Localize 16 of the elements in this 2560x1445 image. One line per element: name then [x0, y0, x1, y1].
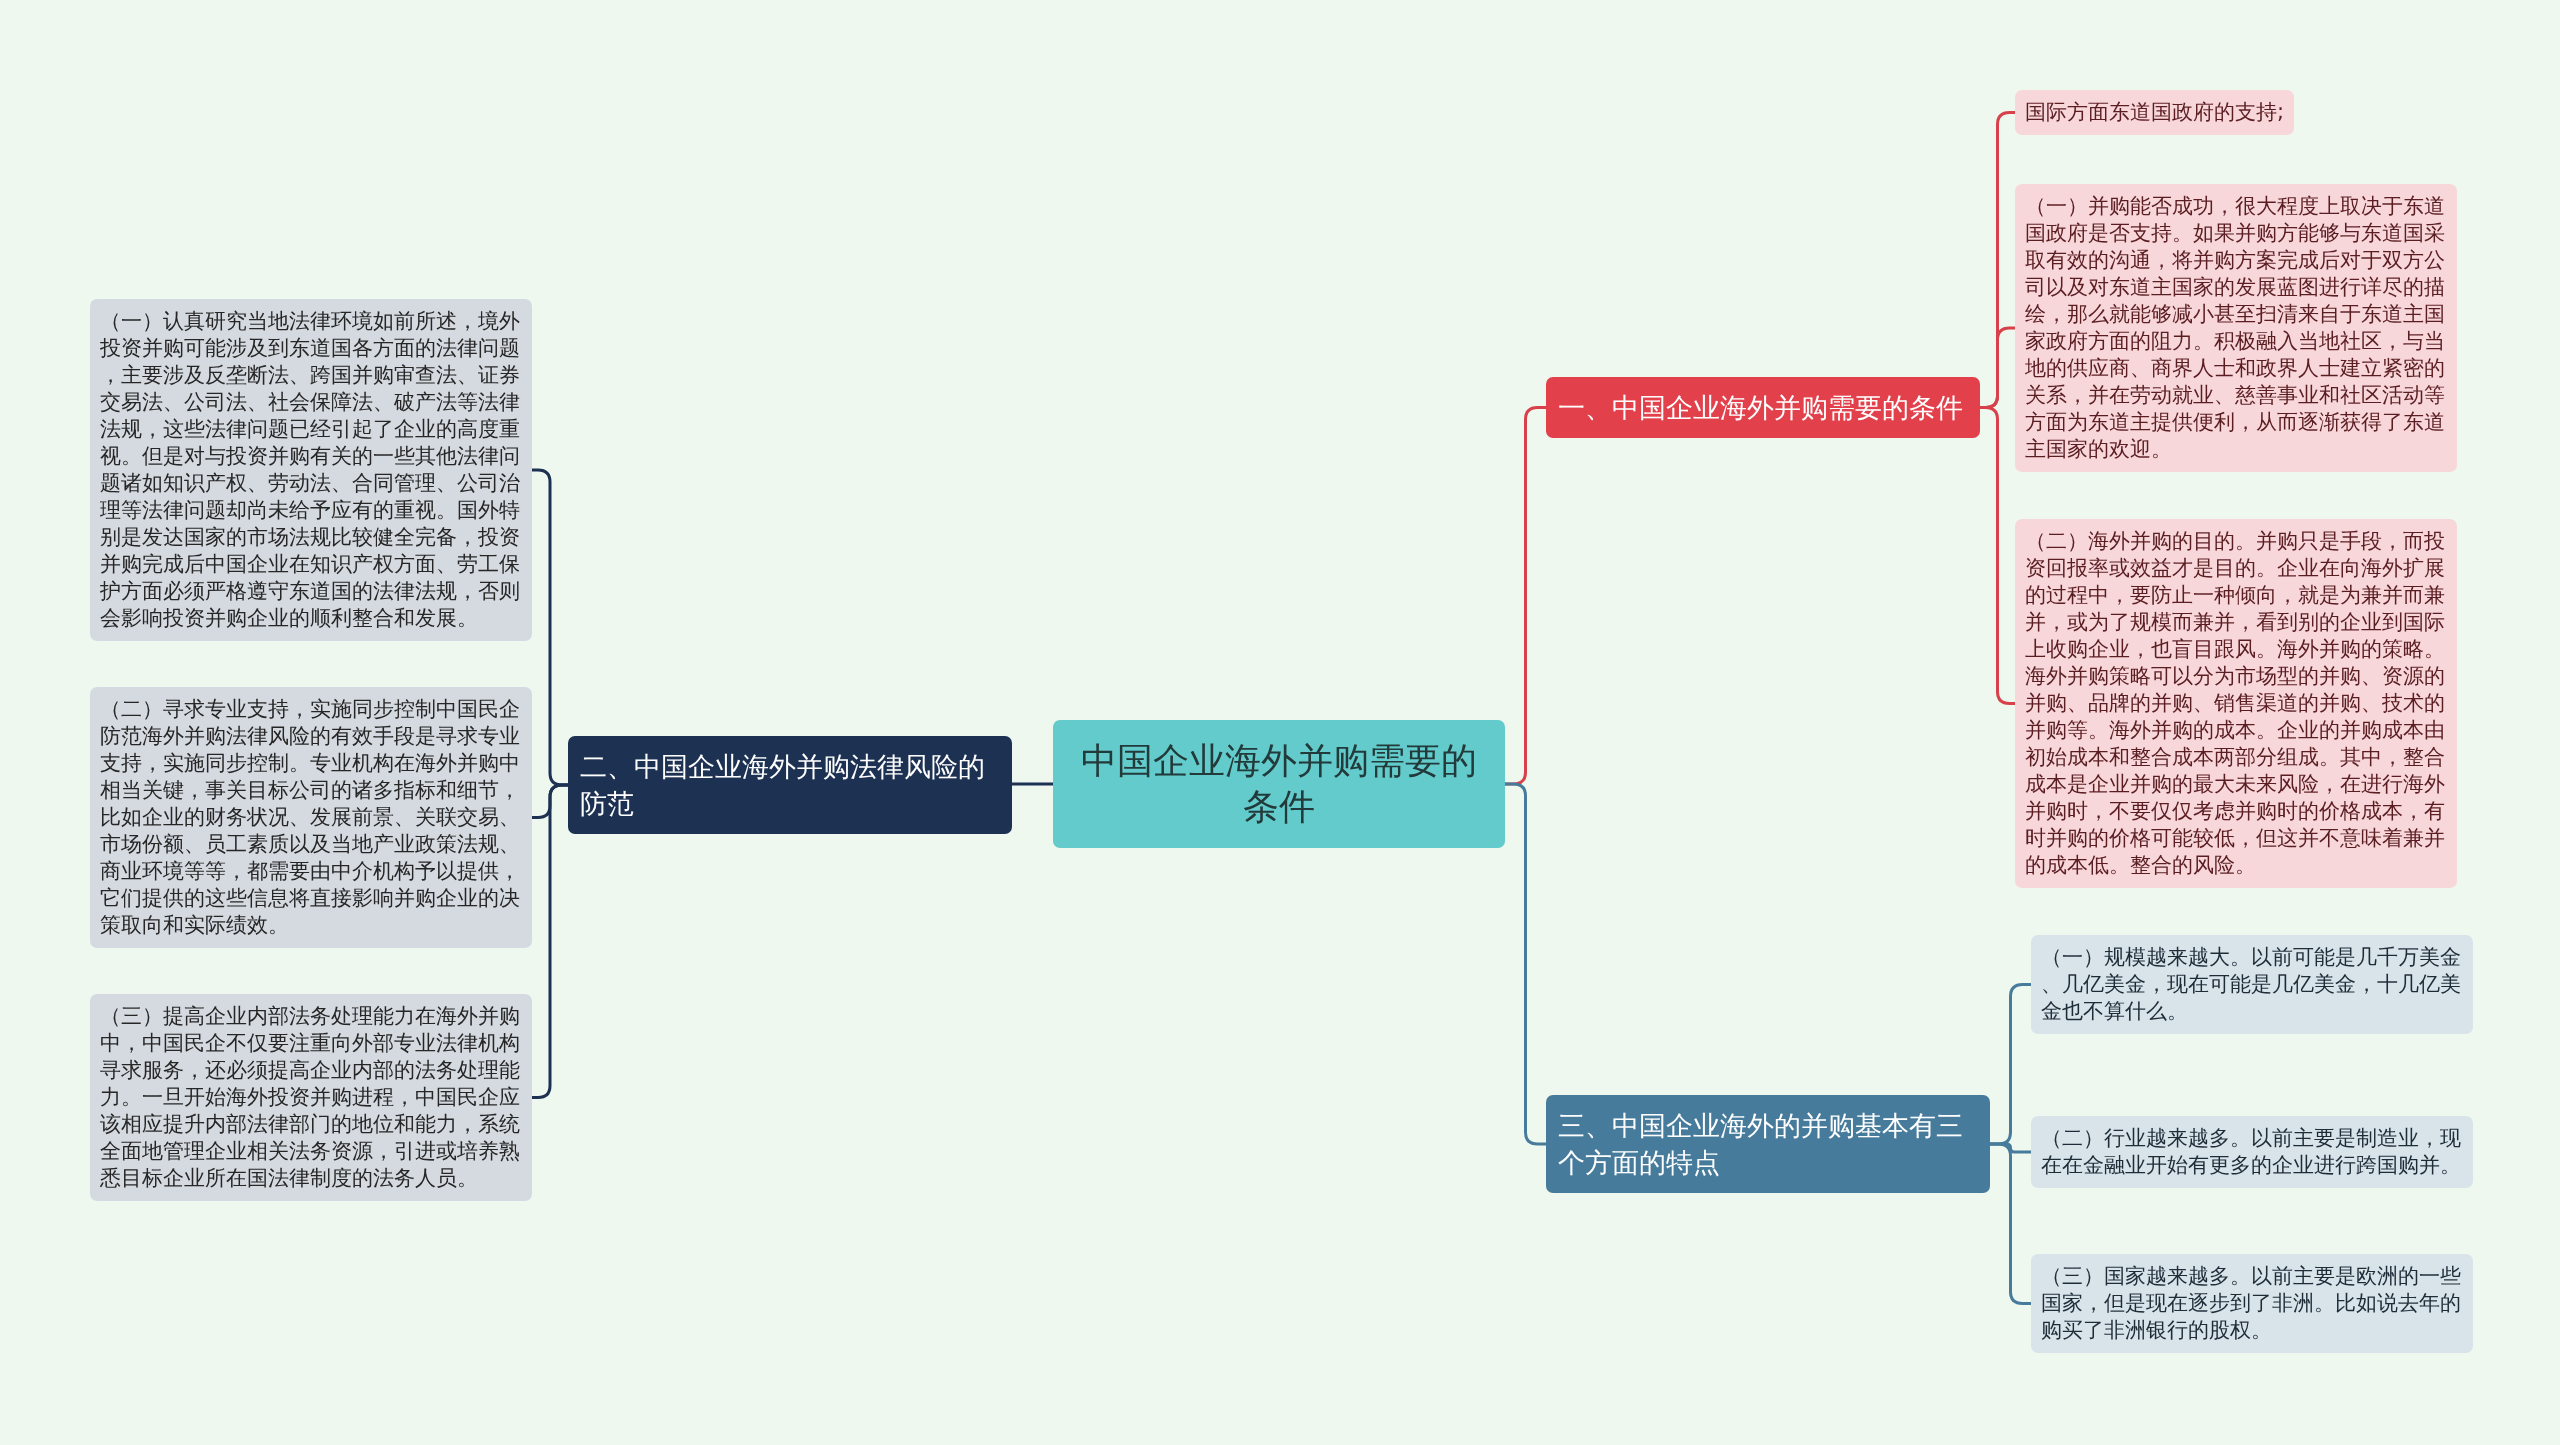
detail-note-box: （二）寻求专业支持，实施同步控制中国民企防范海外并购法律风险的有效手段是寻求专业支持，实施同步控制。专业机构在海外并购中相当关键，事关目标公司的诸多指标和细节，比如企业的财务状况、发展前景、关联交易、市场份额、员工素质以及当地产业政策法规、商业环境等等，都需要由中介机构予以提供，它们提供的这些信息将直接影响并购企业的决策取向和实际绩效。 [90, 687, 532, 948]
detail-note-box: （一）并购能否成功，很大程度上取决于东道国政府是否支持。如果并购方能够与东道国采取有效的沟通，将并购方案完成后对于双方公司以及对东道主国家的发展蓝图进行详尽的描绘，那么就能够减小甚至扫清来自于东道主国家政府方面的阻力。积极融入当地社区，与当地的供应商、商界人士和政界人士建立紧密的关系，并在劳动就业、慈善事业和社区活动等方面为东道主提供便利，从而逐渐获得了东道主国家的欢迎。 [2015, 184, 2457, 472]
central-topic-box: 中国企业海外并购需要的条件 [1053, 720, 1505, 848]
connector-line [1505, 782, 1546, 1146]
connector-line [1012, 782, 1053, 786]
detail-note-box: （三）国家越来越多。以前主要是欧洲的一些国家，但是现在逐步到了非洲。比如说去年的购买了非洲银行的股权。 [2031, 1254, 2473, 1353]
detail-note-box: 国际方面东道国政府的支持; [2015, 90, 2295, 135]
detail-note-box: （一）认真研究当地法律环境如前所述，境外投资并购可能涉及到东道国各方面的法律问题，主要涉及反垄断法、跨国并购审查法、证券交易法、公司法、社会保障法、破产法等法律法规，这些法律问题已经引起了企业的高度重视。但是对与投资并购有关的一些其他法律问题诸如知识产权、劳动法、合同管理、公司治理等法律问题却尚未给予应有的重视。国外特别是发达国家的市场法规比较健全完备，投资并购完成后中国企业在知识产权方面、劳工保护方面必须严格遵守东道国的法律法规，否则会影响投资并购企业的顺利整合和发展。 [90, 299, 532, 641]
detail-note-box: （二）行业越来越多。以前主要是制造业，现在在金融业开始有更多的企业进行跨国购并。 [2031, 1116, 2473, 1188]
detail-note-box: （三）提高企业内部法务处理能力在海外并购中，中国民企不仅要注重向外部专业法律机构寻求服务，还必须提高企业内部的法务处理能力。一旦开始海外投资并购进程，中国民企应该相应提升内部法律部门的地位和能力，系统全面地管理企业相关法务资源，引进或培养熟悉目标企业所在国法律制度的法务人员。 [90, 994, 532, 1201]
detail-note-box: （二）海外并购的目的。并购只是手段，而投资回报率或效益才是目的。企业在向海外扩展的过程中，要防止一种倾向，就是为兼并而兼并，或为了规模而兼并，看到别的企业到国际上收购企业，也盲目跟风。海外并购的策略。海外并购策略可以分为市场型的并购、资源的并购、品牌的并购、销售渠道的并购、技术的并购等。海外并购的成本。企业的并购成本由初始成本和整合成本两部分组成。其中，整合成本是企业并购的最大未来风险，在进行海外并购时，不要仅仅考虑并购时的价格成本，有时并购的价格可能较低，但这并不意味着兼并的成本低。整合的风险。 [2015, 519, 2457, 888]
connector-line [1990, 1142, 2031, 1305]
detail-note-box: （一）规模越来越大。以前可能是几千万美金、几亿美金，现在可能是几亿美金，十几亿美金也不算什么。 [2031, 935, 2473, 1034]
branch-topic-box: 二、中国企业海外并购法律风险的防范 [568, 736, 1012, 834]
branch-topic-box: 三、中国企业海外的并购基本有三个方面的特点 [1546, 1095, 1990, 1193]
branch-topic-box: 一、中国企业海外并购需要的条件 [1546, 377, 1980, 438]
